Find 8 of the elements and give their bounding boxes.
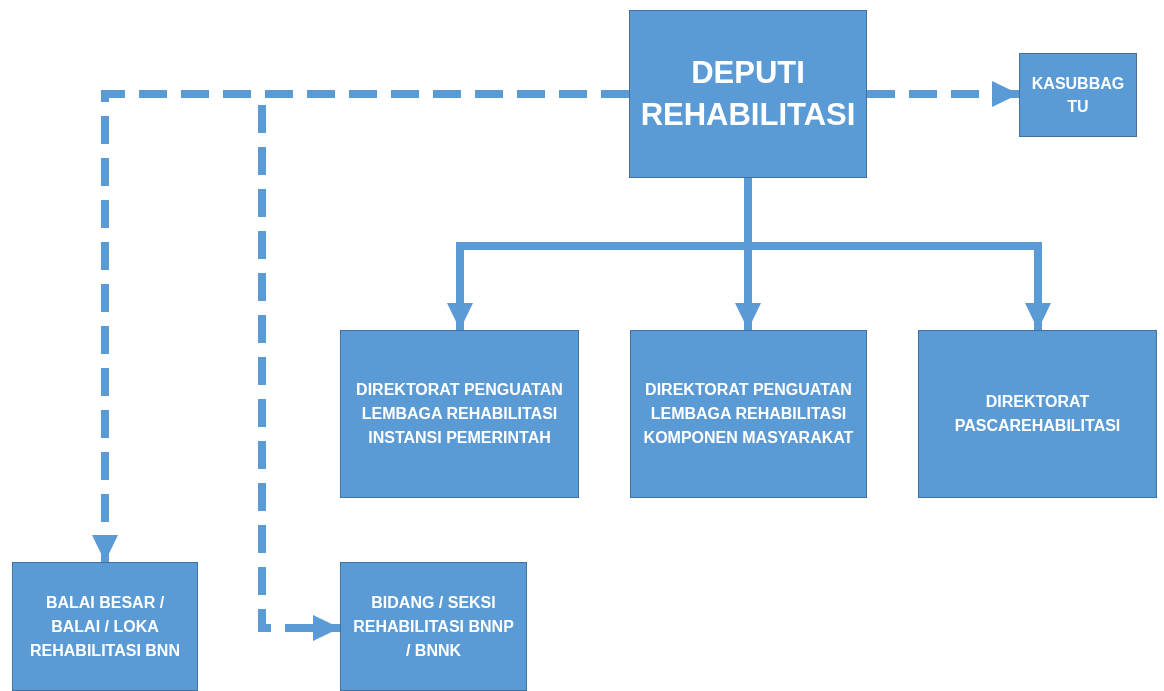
dashed-arrow	[867, 81, 1019, 107]
org-box: DIREKTORAT PASCAREHABILITASI	[918, 330, 1157, 498]
org-box: BALAI BESAR / BALAI / LOKA REHABILITASI BNN	[12, 562, 198, 691]
title-box: DEPUTI REHABILITASI	[629, 10, 867, 178]
org-box: BIDANG / SEKSI REHABILITASI BNNP / BNNK	[340, 562, 527, 691]
org-box: DIREKTORAT PENGUATAN LEMBAGA REHABILITASI INSTANSI PEMERINTAH	[340, 330, 579, 498]
org-box: KASUBBAG TU	[1019, 53, 1137, 137]
org-box: DIREKTORAT PENGUATAN LEMBAGA REHABILITASI KOMPONEN MASYARAKAT	[630, 330, 867, 498]
